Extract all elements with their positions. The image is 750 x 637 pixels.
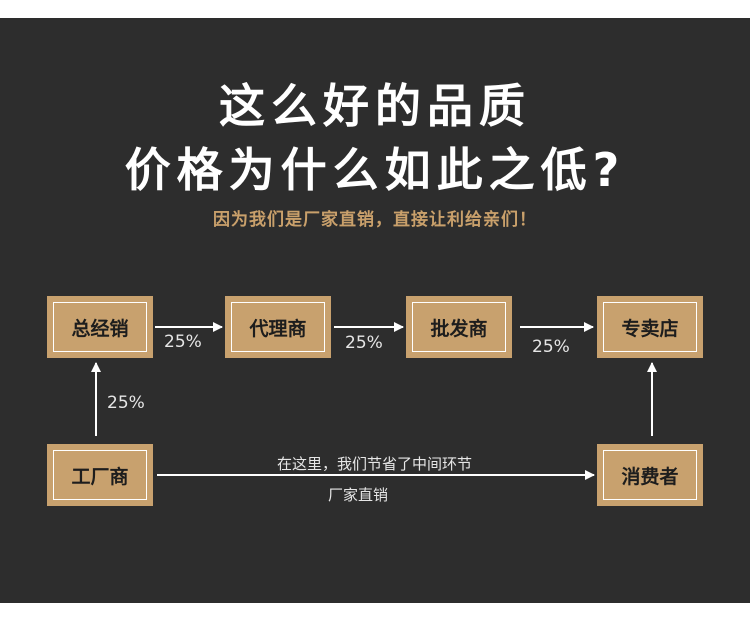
node-factory-label: 工厂商 (53, 450, 147, 500)
node-consumer: 消费者 (597, 444, 703, 506)
node-wholesaler-label: 批发商 (412, 302, 506, 352)
subtitle: 因为我们是厂家直销，直接让利给亲们！ (213, 210, 537, 230)
markup-factory-to-general: 25% (107, 393, 145, 413)
headline-line-2: 价格为什么如此之低? (124, 143, 626, 197)
node-consumer-label: 消费者 (603, 450, 697, 500)
node-general-distributor: 总经销 (47, 296, 153, 358)
markup-general-to-agent: 25% (164, 332, 202, 352)
headline-line-1: 这么好的品质 (219, 79, 531, 133)
markup-agent-to-wholesaler: 25% (345, 333, 383, 353)
node-store-label: 专卖店 (603, 302, 697, 352)
direct-route-label: 厂家直销 (328, 486, 389, 504)
node-agent: 代理商 (225, 296, 331, 358)
node-wholesaler: 批发商 (406, 296, 512, 358)
markup-wholesaler-to-store: 25% (532, 337, 570, 357)
direct-route-note: 在这里，我们节省了中间环节 (277, 455, 473, 473)
node-store: 专卖店 (597, 296, 703, 358)
node-factory: 工厂商 (47, 444, 153, 506)
node-agent-label: 代理商 (231, 302, 325, 352)
node-general-distributor-label: 总经销 (53, 302, 147, 352)
